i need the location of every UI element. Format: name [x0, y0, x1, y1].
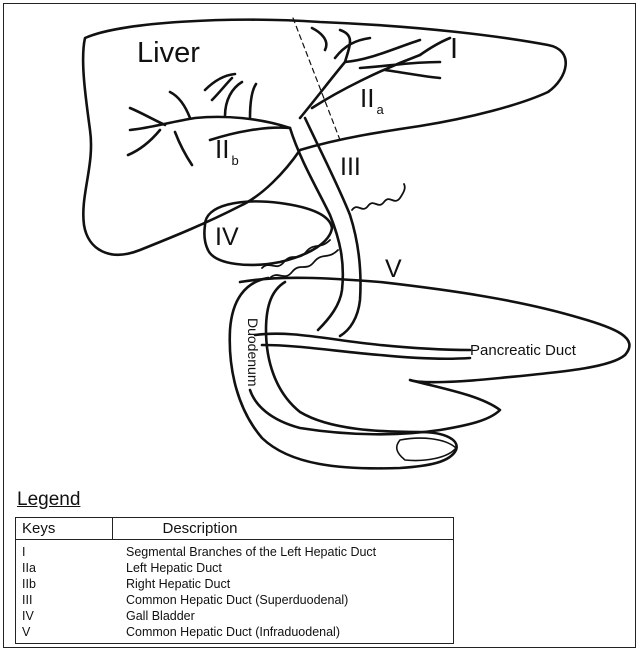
- hepatic-duct-left-wall: [290, 128, 343, 330]
- legend-key: III: [16, 592, 113, 608]
- legend-row: V Common Hepatic Duct (Infraduodenal): [16, 624, 454, 644]
- legend-table: Keys Description I Segmental Branches of…: [15, 517, 454, 644]
- label-duodenum: Duodenum: [245, 318, 261, 387]
- legend-header-description: Description: [112, 518, 454, 540]
- legend-row: I Segmental Branches of the Left Hepatic…: [16, 540, 454, 561]
- legend-description: Segmental Branches of the Left Hepatic D…: [112, 540, 454, 561]
- right-hepatic-duct-branch: [128, 74, 290, 165]
- legend-key: I: [16, 540, 113, 561]
- label-segment-V: V: [385, 255, 402, 283]
- legend-description: Common Hepatic Duct (Infraduodenal): [112, 624, 454, 644]
- legend-row: III Common Hepatic Duct (Superduodenal): [16, 592, 454, 608]
- label-liver: Liver: [137, 37, 200, 69]
- legend-title: Legend: [17, 489, 80, 511]
- label-segment-IIb: IIb: [215, 134, 239, 168]
- pancreatic-duct: [255, 334, 470, 359]
- legend-header-keys: Keys: [16, 518, 113, 540]
- duodenum-outline: [230, 278, 457, 468]
- legend-key: V: [16, 624, 113, 644]
- legend-description: Right Hepatic Duct: [112, 576, 454, 592]
- duodenum-tip: [397, 438, 456, 460]
- legend-key: IV: [16, 608, 113, 624]
- legend-key: IIa: [16, 560, 113, 576]
- legend-row: IIa Left Hepatic Duct: [16, 560, 454, 576]
- wavy-line-1: [352, 184, 405, 210]
- legend-row: IV Gall Bladder: [16, 608, 454, 624]
- legend-description: Left Hepatic Duct: [112, 560, 454, 576]
- label-segment-IV: IV: [215, 223, 239, 251]
- legend-key: IIb: [16, 576, 113, 592]
- dashed-line: [293, 18, 340, 140]
- legend-description: Gall Bladder: [112, 608, 454, 624]
- legend-description: Common Hepatic Duct (Superduodenal): [112, 592, 454, 608]
- legend-row: IIb Right Hepatic Duct: [16, 576, 454, 592]
- label-segment-III: III: [340, 153, 361, 181]
- label-segment-IIa: IIa: [360, 83, 384, 117]
- label-segment-I: I: [450, 33, 458, 65]
- label-pancreatic-duct: Pancreatic Duct: [470, 342, 577, 359]
